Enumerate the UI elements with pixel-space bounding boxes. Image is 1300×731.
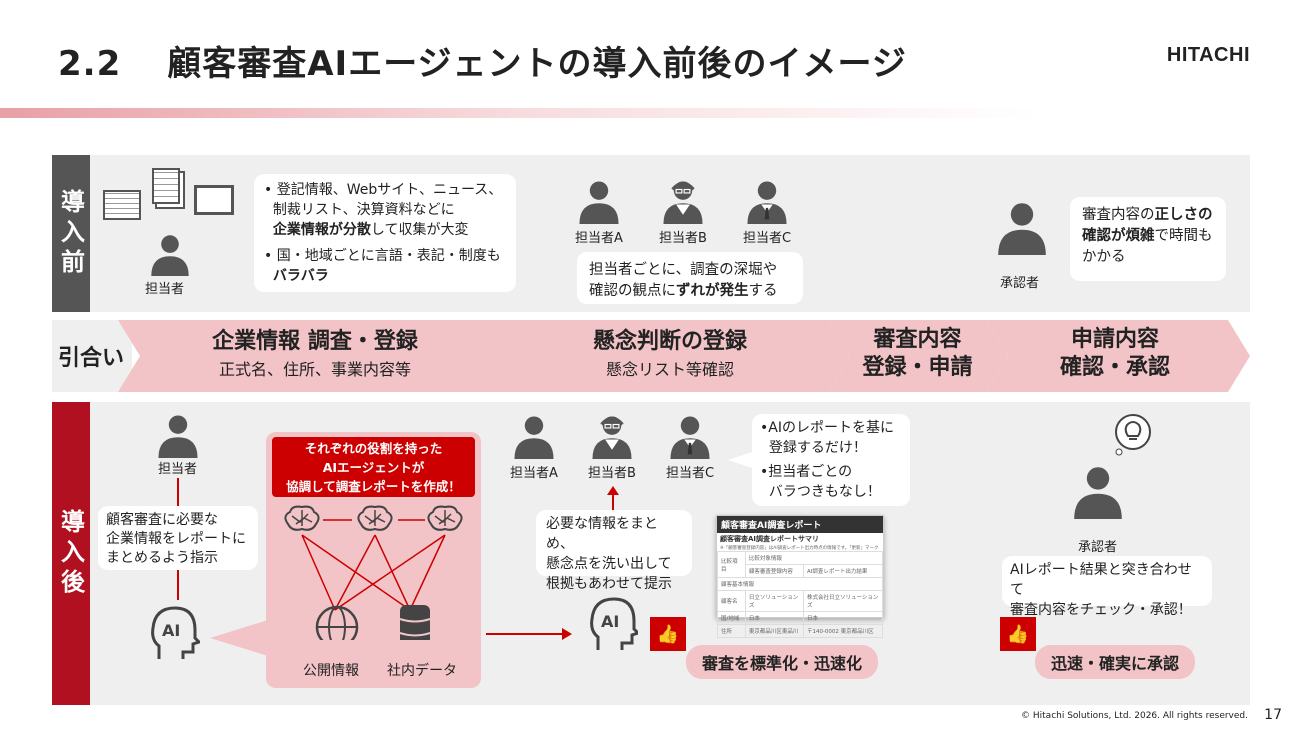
table-icon [103, 190, 141, 220]
flow-step-4 [986, 320, 1250, 392]
flow-step-1 [118, 320, 528, 392]
database-icon [399, 605, 431, 640]
agent-brain-icon [284, 505, 320, 531]
staff-a: 担当者A [575, 175, 623, 246]
before-label: 導入前 [52, 155, 90, 312]
hitachi-logo: HITACHI [1166, 44, 1250, 66]
approver-bubble: AIレポート結果と突き合わせて審査内容をチェック・承認！ [1002, 556, 1212, 618]
summary-bubble: 必要な情報をまとめ、懸念点を洗い出して根拠もあわせて提示 [536, 510, 692, 592]
internal-data-label: 社内データ [387, 663, 457, 679]
ai-head-icon [588, 595, 638, 655]
documents-icon [152, 168, 180, 204]
approver-issue-bubble: 審査内容の正しさの確認が煩雑で時間もかかる [1070, 197, 1226, 281]
flow-step-2 [505, 320, 850, 392]
before-issues-bubble: • 登記情報、Webサイト、ニュース、 制裁リスト、決算資料などに 企業情報が分… [254, 174, 516, 292]
globe-icon [315, 605, 359, 640]
approver-label: 承認者 [1000, 276, 1040, 291]
approver-icon [1070, 458, 1126, 524]
approver-label: 承認者 [1078, 540, 1118, 555]
standardize-badge: 審査を標準化・迅速化 [686, 645, 879, 679]
agent-network [284, 505, 463, 640]
approver-icon [994, 195, 1050, 259]
staff-a: 担当者A [510, 410, 558, 481]
staff-benefit-bubble: •AIのレポートを基に 登録するだけ！•担当者ごとの バラつきもなし！ [752, 414, 910, 506]
staff-icon [148, 232, 192, 276]
report-thumbnail: 顧客審査AI調査レポート 顧客審査AI調査レポートサマリ ※「顧客審査登録内容」… [716, 515, 884, 638]
staff-b: 担当者B [659, 175, 707, 246]
flow-arrow [486, 633, 566, 635]
ai-head-icon [148, 604, 200, 664]
flow-step-3 [828, 320, 1008, 392]
thumbs-up-icon: 👍 [650, 617, 686, 651]
after-label: 導入後 [52, 402, 90, 705]
copyright: © Hitachi Solutions, Ltd. 2026. All righ… [1021, 711, 1248, 721]
flow-start-label: 引合い [52, 320, 132, 392]
public-info-label: 公開情報 [303, 663, 359, 679]
page-number: 17 [1264, 707, 1282, 723]
thumbs-up-icon: 👍 [1000, 617, 1036, 651]
staff-icon [155, 410, 201, 460]
staff-c: 担当者C [743, 175, 791, 246]
instruction-bubble: 顧客審査に必要な企業情報をレポートにまとめるよう指示 [98, 506, 258, 570]
lightbulb-thought-icon [1115, 414, 1151, 456]
staff-label: 担当者 [145, 282, 185, 297]
staff-b: 担当者B [588, 410, 636, 481]
staff-c: 担当者C [666, 410, 714, 481]
header-gradient-bar [0, 108, 1300, 118]
monitor-icon [194, 185, 234, 215]
staff-issue-bubble: 担当者ごとに、調査の深堀や確認の観点にずれが発生する [577, 252, 803, 304]
approval-badge: 迅速・確実に承認 [1035, 645, 1196, 679]
